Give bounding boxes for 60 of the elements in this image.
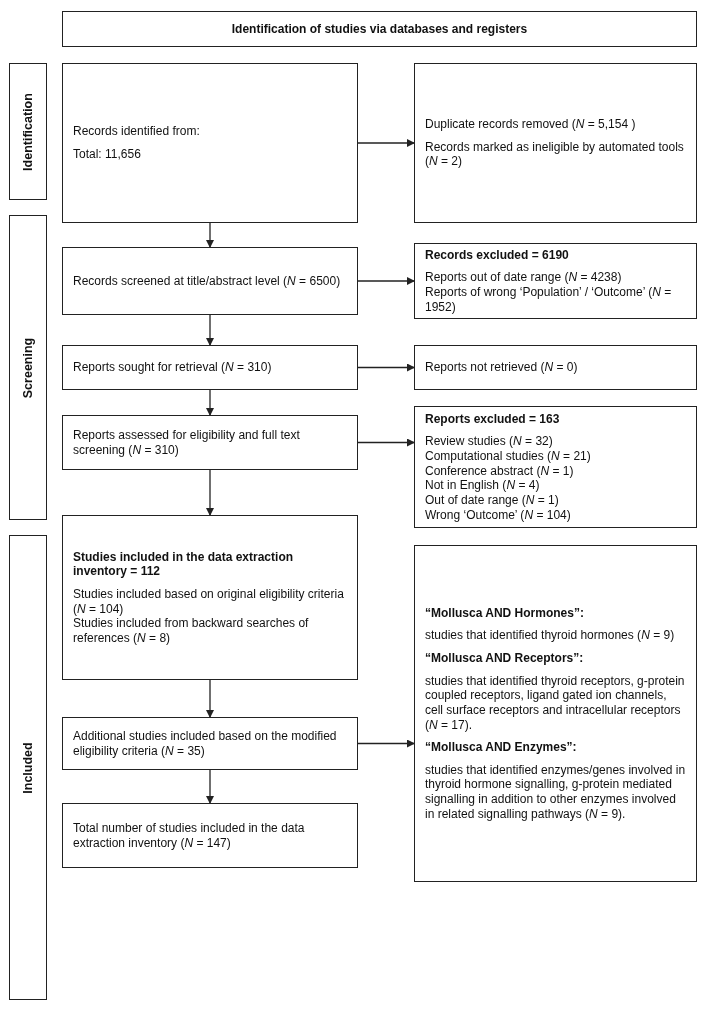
process-box <box>62 717 358 770</box>
box-text: Additional studies included based on the modified eligibility criteria (N = 35) <box>73 728 338 759</box>
phase-label: Included <box>21 741 35 794</box>
arrow <box>206 769 214 804</box>
phase-band <box>9 535 47 1000</box>
box-text: Reports out of date range (N = 4238) <box>425 270 623 285</box>
process-box <box>414 545 697 882</box>
header-box <box>62 11 697 47</box>
process-box <box>62 415 358 470</box>
box-text: Computational studies (N = 21) <box>425 449 592 464</box>
box-text: Reports excluded = 163 <box>425 411 561 427</box>
box-text: Conference abstract (N = 1) <box>425 463 575 479</box>
box-text: Not in English (N = 4) <box>425 478 541 493</box>
phase-label: Identification <box>21 92 35 171</box>
box-text: Identification of studies via databases and registers <box>231 21 528 37</box>
arrow <box>206 222 214 248</box>
box-text: “Mollusca AND Receptors”: <box>425 651 585 666</box>
process-box <box>62 803 358 868</box>
arrow <box>206 679 214 718</box>
box-text: Total: 11,656 <box>73 147 142 162</box>
box-text: Records marked as ineligible by automated tools (N = 2) <box>425 139 685 169</box>
box-text: Out of date range (N = 1) <box>425 492 560 508</box>
box-text: Records screened at title/abstract level (N = 6500) <box>73 273 342 289</box>
process-box <box>414 63 697 223</box>
box-text: studies that identified thyroid hormones (N = 9) <box>425 628 676 643</box>
arrow <box>357 363 415 372</box>
arrow <box>206 389 214 416</box>
box-text: Total number of studies included in the data extraction inventory (N = 147) <box>73 820 306 851</box>
box-text: Records excluded = 6190 <box>425 247 570 263</box>
box-text: studies that identified enzymes/genes involved in thyroid hormone signalling, g-protein mediated signalling in addition to other enzymes involved in related signalling pathways (N = 9). <box>425 762 686 822</box>
phase-band <box>9 215 47 520</box>
box-text: Duplicate records removed (N = 5,154 ) <box>425 117 637 132</box>
box-text: Reports assessed for eligibility and full text screening (N = 310) <box>73 427 301 458</box>
process-box <box>414 243 697 319</box>
box-text: Studies included in the data extraction inventory = 112 <box>73 549 295 579</box>
process-box <box>62 63 358 223</box>
arrow <box>357 139 415 147</box>
arrow <box>357 438 415 447</box>
process-box <box>414 406 697 528</box>
arrow <box>357 739 415 748</box>
phase-band <box>9 63 47 200</box>
arrow <box>357 277 415 285</box>
box-text: Reports of wrong ‘Population’ / ‘Outcome’ (N = 1952) <box>425 285 673 315</box>
arrow <box>206 469 214 516</box>
box-text: Studies included based on original eligibility criteria (N = 104) <box>73 586 345 617</box>
process-box <box>62 247 358 315</box>
process-box <box>62 515 358 680</box>
box-text: Wrong ‘Outcome’ (N = 104) <box>425 507 572 523</box>
arrow <box>206 314 214 346</box>
box-text: “Mollusca AND Enzymes”: <box>425 740 578 755</box>
box-text: Reports not retrieved (N = 0) <box>425 360 579 375</box>
box-text: studies that identified thyroid receptors, g-protein coupled receptors, ligand gated ion channels, cell surface receptors and intracellular receptors (N = 17). <box>425 673 686 733</box>
process-box <box>414 345 697 390</box>
box-text: Records identified from: <box>73 124 201 139</box>
phase-label: Screening <box>21 337 35 398</box>
box-text: Studies included from backward searches of references (N = 8) <box>73 616 310 646</box>
box-text: “Mollusca AND Hormones”: <box>425 605 585 621</box>
box-text: Review studies (N = 32) <box>425 434 554 450</box>
box-text: Reports sought for retrieval (N = 310) <box>73 360 273 375</box>
process-box <box>62 345 358 390</box>
